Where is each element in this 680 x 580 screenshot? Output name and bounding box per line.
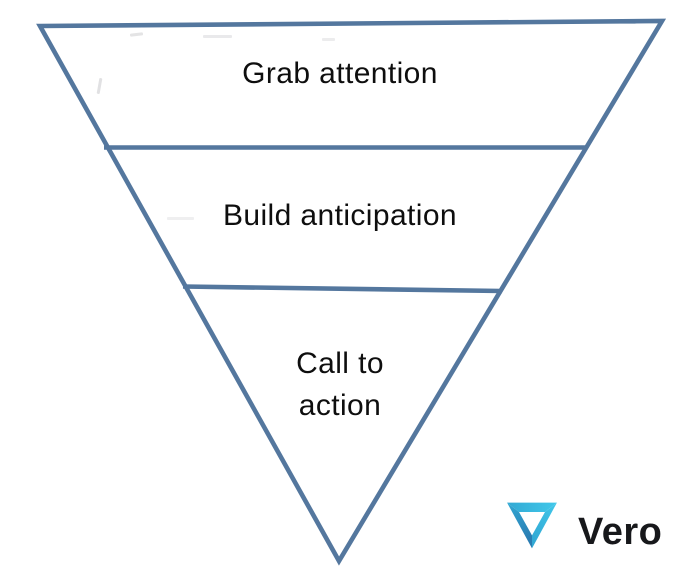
vero-logo-wordmark: Vero: [578, 511, 663, 553]
funnel-section-label-build-anticipation: Build anticipation: [222, 199, 458, 232]
funnel-divider-bottom: [182, 284, 503, 294]
vero-inverted-triangle-icon: [507, 502, 557, 549]
funnel-section-label-grab-attention: Grab attention: [242, 57, 438, 90]
scan-artifact: [203, 35, 232, 38]
funnel-section-label-call-to-action: Call to action: [296, 347, 384, 422]
scan-artifact: [167, 217, 194, 220]
scan-artifact: [322, 38, 335, 41]
